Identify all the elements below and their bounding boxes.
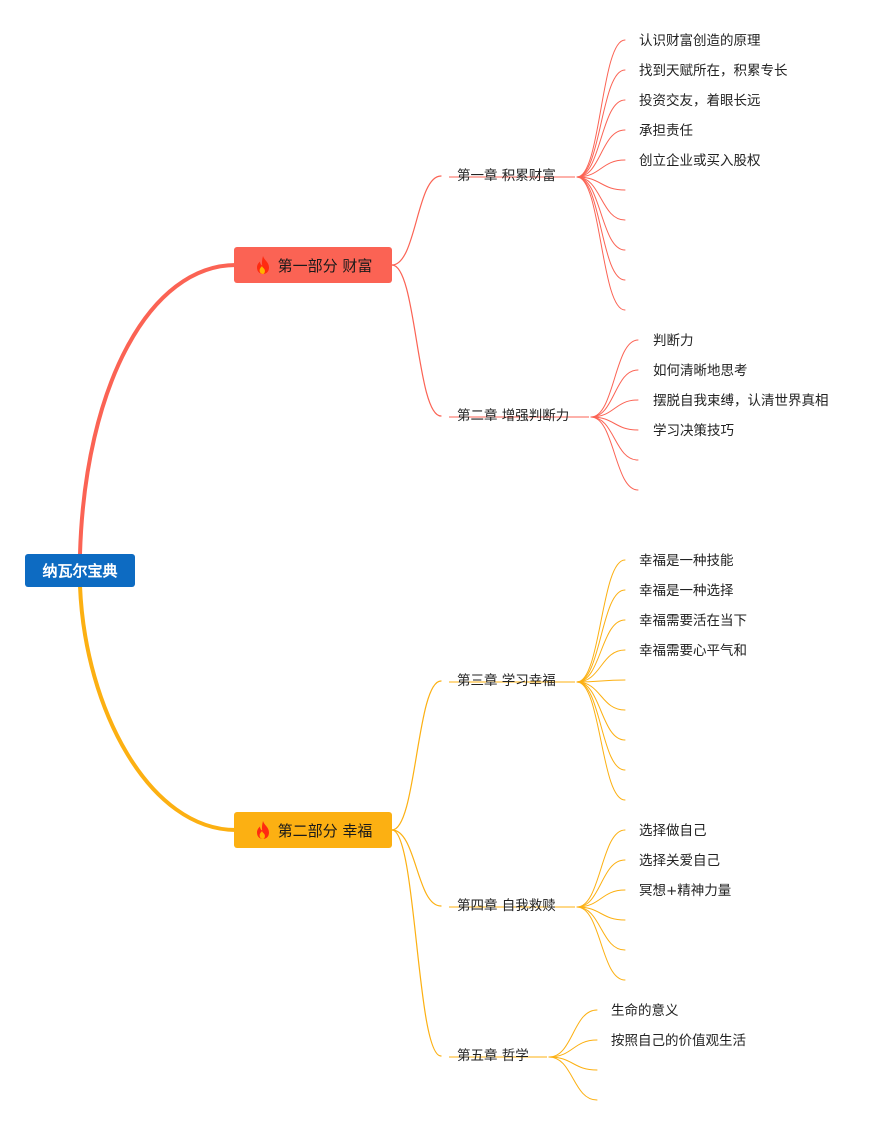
topic-node[interactable]: 创立企业或买入股权	[639, 153, 761, 169]
chapter-topic-connector	[590, 399, 639, 418]
chapter-topic-connector	[576, 176, 626, 311]
chapter-topic-connector	[548, 1009, 598, 1058]
chapter-node-3[interactable]: 第三章 学习幸福	[457, 673, 556, 689]
root-label: 纳瓦尔宝典	[42, 562, 118, 580]
topic-node[interactable]: 判断力	[653, 333, 694, 349]
chapter-topic-connector	[590, 416, 639, 491]
chapter-topic-connector	[576, 69, 626, 178]
chapter-topic-connector	[576, 829, 626, 908]
part-chapter-connector	[391, 175, 442, 266]
chapter-topic-connector	[576, 906, 626, 951]
chapter-topic-connector	[590, 416, 639, 461]
chapter-topic-connector	[576, 129, 626, 178]
topic-node[interactable]: 如何清晰地思考	[653, 363, 748, 379]
part-node-happiness[interactable]: 第二部分 幸福	[234, 812, 392, 848]
part-chapter-connector	[391, 680, 442, 831]
chapter-topic-connector	[576, 859, 626, 908]
topic-node[interactable]: 承担责任	[639, 123, 693, 139]
root-part-connector	[78, 263, 238, 556]
topic-node[interactable]: 摆脱自我束缚，认清世界真相	[653, 393, 829, 409]
topic-node[interactable]: 按照自己的价值观生活	[611, 1033, 746, 1049]
chapter-topic-connector	[576, 176, 626, 281]
chapter-topic-connector	[590, 339, 639, 418]
topic-node[interactable]: 冥想+精神力量	[639, 883, 732, 899]
chapter-topic-connector	[576, 159, 626, 178]
topic-node[interactable]: 找到天赋所在，积累专长	[639, 63, 788, 79]
chapter-topic-connector	[590, 369, 639, 418]
topic-node[interactable]: 幸福需要心平气和	[639, 643, 747, 659]
root-node[interactable]: 纳瓦尔宝典	[25, 554, 135, 587]
fire-icon	[256, 821, 269, 839]
chapter-node-4[interactable]: 第四章 自我救赎	[457, 898, 556, 914]
topic-node[interactable]: 生命的意义	[611, 1003, 679, 1019]
chapter-topic-connector	[576, 39, 626, 178]
chapter-topic-connector	[576, 649, 626, 683]
part-label: 第一部分 财富	[277, 256, 373, 275]
topic-node[interactable]: 幸福是一种选择	[639, 583, 734, 599]
topic-node[interactable]: 认识财富创造的原理	[639, 33, 761, 49]
part-chapter-connector	[391, 829, 442, 1057]
part-label: 第二部分 幸福	[277, 821, 373, 840]
fire-icon	[256, 256, 269, 274]
chapter-topic-connector	[576, 176, 626, 221]
topic-node[interactable]: 幸福是一种技能	[639, 553, 734, 569]
topic-node[interactable]: 选择做自己	[639, 823, 707, 839]
chapter-topic-connector	[548, 1039, 598, 1058]
topic-node[interactable]: 选择关爱自己	[639, 853, 720, 869]
chapter-topic-connector	[576, 176, 626, 251]
root-part-connector	[78, 584, 238, 832]
chapter-topic-connector	[576, 681, 626, 711]
chapter-node-1[interactable]: 第一章 积累财富	[457, 168, 556, 184]
part-chapter-connector	[391, 829, 442, 907]
chapter-topic-connector	[576, 681, 626, 741]
topic-node[interactable]: 学习决策技巧	[653, 423, 734, 439]
chapter-topic-connector	[576, 619, 626, 683]
chapter-topic-connector	[576, 889, 626, 908]
chapter-topic-connector	[576, 906, 626, 981]
chapter-topic-connector	[576, 589, 626, 683]
chapter-node-5[interactable]: 第五章 哲学	[457, 1048, 529, 1064]
chapter-topic-connector	[576, 679, 626, 683]
chapter-topic-connector	[576, 681, 626, 771]
topic-node[interactable]: 投资交友，着眼长远	[639, 93, 761, 109]
chapter-topic-connector	[548, 1056, 598, 1101]
chapter-topic-connector	[576, 559, 626, 683]
chapter-node-2[interactable]: 第二章 增强判断力	[457, 408, 570, 424]
chapter-topic-connector	[576, 681, 626, 801]
part-node-wealth[interactable]: 第一部分 财富	[234, 247, 392, 283]
topic-node[interactable]: 幸福需要活在当下	[639, 613, 747, 629]
chapter-topic-connector	[576, 99, 626, 178]
part-chapter-connector	[391, 264, 442, 417]
